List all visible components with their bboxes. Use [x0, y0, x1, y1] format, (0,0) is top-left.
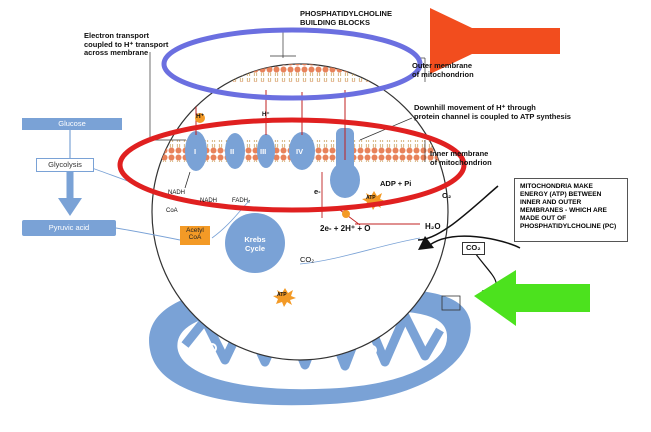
krebs-cycle-shape [225, 213, 285, 273]
atp-label-2: ATP [277, 292, 287, 298]
inner-membrane-label: Inner membrane of mitochondrion [430, 149, 492, 167]
complex-iv-label: IV [296, 147, 304, 156]
co2-krebs-label: CO₂ [300, 255, 315, 264]
fadh2-label: FADH₂ [232, 198, 251, 204]
glycolysis-box: Glycolysis [36, 158, 94, 172]
zoom-source-box [441, 295, 461, 311]
acetyl-coa-box: Acetyl CoA [180, 226, 210, 245]
pyruvic-acid-box: Pyruvic acid [22, 220, 116, 236]
glycolysis-label: Glycolysis [48, 160, 82, 169]
complex-i-shape [185, 131, 207, 171]
nadh-label: NADH [168, 190, 186, 196]
phosphatidylcholine-title: PHOSPHATIDYLCHOLINE BUILDING BLOCKS [300, 9, 392, 27]
complex-i-label: I [194, 147, 197, 156]
complex-ii-shape [225, 133, 245, 169]
e-minus-label: e- [314, 187, 321, 196]
green-pointer-arrow [474, 270, 590, 326]
h2o-label: H₂O [425, 222, 441, 231]
nadh-2-label: NADH [200, 198, 218, 204]
h-plus-top-label: H⁺ [262, 112, 270, 118]
complex-iii-shape [257, 134, 275, 168]
water-equation-label: 2e- + 2H⁺ + O [320, 224, 371, 233]
downhill-label: Downhill movement of H⁺ through protein … [414, 103, 571, 121]
mitochondria-annotation-box: MITOCHONDRIA MAKE ENERGY (ATP) BETWEEN I… [514, 178, 628, 242]
outer-membrane-highlight [161, 27, 423, 101]
complex-iv-shape [289, 132, 315, 170]
electron-transport-label: Electron transport coupled to H⁺ transpo… [84, 31, 169, 58]
glucose-box: Glucose [22, 118, 122, 130]
atp-synthase-head [330, 162, 360, 198]
pyruvic-acid-label: Pyruvic acid [48, 223, 90, 232]
o2-label: O₂ [442, 191, 452, 200]
complex-iii-label: III [260, 147, 267, 156]
coa-label: CoA [166, 208, 178, 214]
co2-box: CO₂ [462, 242, 485, 255]
outer-membrane-label: Outer membrane of mitochondrion [412, 61, 474, 79]
inner-membrane-highlight [117, 117, 467, 213]
atp-starburst-2 [273, 288, 296, 307]
glucose-label: Glucose [58, 119, 86, 128]
atp-label-1: ATP [366, 195, 376, 201]
complex-ii-label: II [230, 147, 235, 156]
adp-pi-label: ADP + Pi [380, 179, 412, 188]
krebs-cycle-label: Krebs Cycle [244, 235, 266, 253]
h-plus-label: H⁺ [196, 113, 205, 120]
red-pointer-arrow [430, 8, 560, 74]
